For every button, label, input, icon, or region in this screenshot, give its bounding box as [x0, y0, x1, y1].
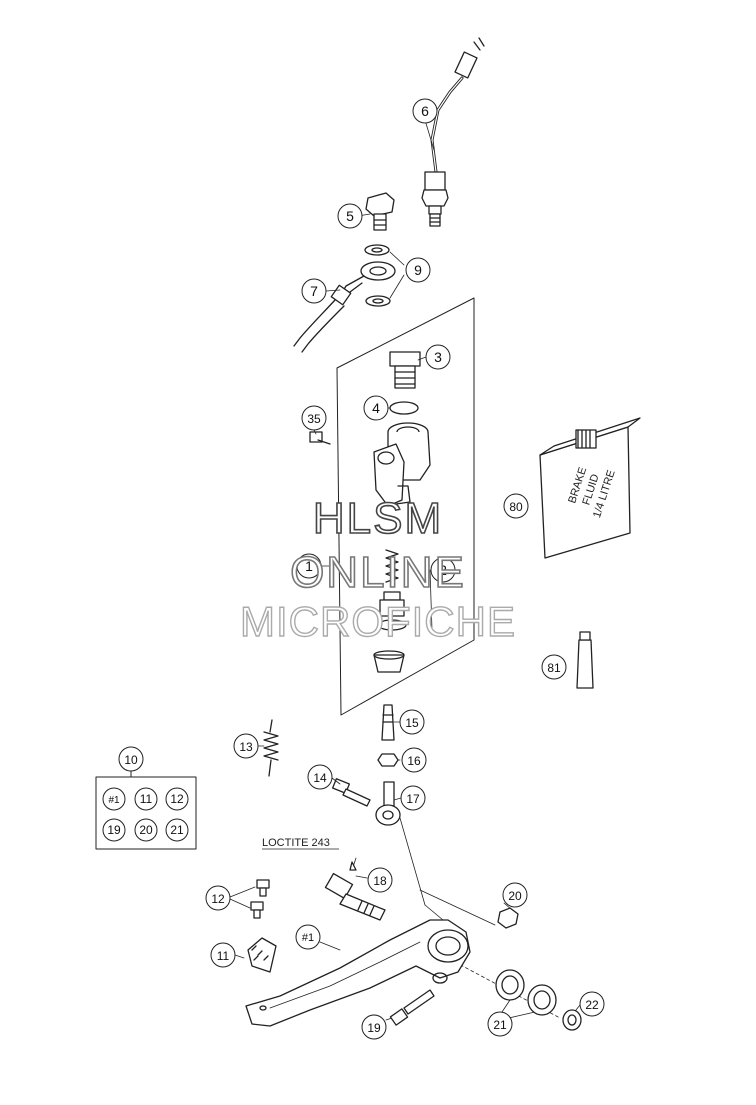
svg-text:21: 21	[493, 1018, 507, 1032]
kit-item: 20	[134, 818, 158, 842]
callout-3: 3	[425, 344, 451, 370]
kit-box-items: #1 11 12 19 20 21	[102, 787, 189, 842]
loctite-tube	[576, 631, 594, 689]
kit-item: 21	[165, 818, 189, 842]
callout-2: 2	[430, 557, 456, 583]
svg-text:17: 17	[406, 792, 420, 806]
screw-35	[309, 431, 331, 445]
loctite-drop	[349, 861, 357, 871]
svg-text:12: 12	[170, 792, 184, 806]
svg-text:7: 7	[310, 283, 318, 299]
svg-text:10: 10	[124, 753, 138, 767]
clevis	[375, 781, 401, 826]
loctite-note: LOCTITE 243	[262, 837, 330, 849]
svg-text:21: 21	[170, 823, 184, 837]
push-rod	[381, 704, 395, 741]
pivot-bolt	[324, 872, 386, 921]
svg-text:19: 19	[367, 1021, 381, 1035]
callout-13: 13	[233, 733, 259, 759]
master-cylinder	[373, 422, 431, 507]
svg-text:11: 11	[140, 792, 153, 806]
svg-text:11: 11	[217, 949, 230, 963]
return-spring	[263, 719, 279, 777]
reservoir-cap	[389, 351, 421, 389]
callout-22: 22	[579, 991, 605, 1017]
svg-text:80: 80	[509, 500, 523, 514]
svg-text:14: 14	[313, 771, 327, 785]
brake-light-switch	[421, 37, 485, 227]
callout-6: 6	[412, 98, 438, 124]
svg-text:35: 35	[307, 412, 321, 426]
callout-80: 80	[503, 493, 529, 519]
step-screws	[250, 879, 270, 919]
callout-17: 17	[400, 785, 426, 811]
callout-10: 10	[118, 746, 144, 772]
hex-nut	[377, 753, 399, 767]
bolt-14	[331, 778, 371, 807]
svg-text:12: 12	[211, 892, 225, 906]
svg-text:13: 13	[239, 740, 253, 754]
svg-text:20: 20	[139, 823, 153, 837]
brake-pedal-lever	[245, 919, 471, 1027]
kit-item: 12	[165, 787, 189, 811]
callout-part-1: #1	[295, 924, 321, 950]
brake-fluid-bottle	[539, 417, 641, 559]
callout-7: 7	[301, 278, 327, 304]
svg-text:3: 3	[434, 349, 442, 365]
brake-hose	[293, 261, 396, 353]
svg-text:1: 1	[305, 558, 313, 574]
callout-21: 21	[487, 1011, 513, 1037]
callout-14: 14	[307, 764, 333, 790]
svg-text:20: 20	[508, 889, 522, 903]
sealing-washer-top	[364, 244, 390, 256]
bearings	[495, 969, 557, 1016]
callout-16: 16	[401, 747, 427, 773]
svg-text:2: 2	[439, 562, 447, 578]
sealing-washer-bottom	[365, 295, 391, 307]
kit-item: 19	[102, 818, 126, 842]
callout-9: 9	[405, 257, 431, 283]
nut-20	[497, 907, 519, 929]
callout-4: 4	[363, 395, 389, 421]
callout-20: 20	[502, 882, 528, 908]
kit-item: #1	[102, 787, 126, 811]
callout-35: 35	[301, 405, 327, 431]
svg-text:4: 4	[372, 400, 380, 416]
svg-text:9: 9	[414, 262, 422, 278]
svg-text:#1: #1	[302, 932, 314, 944]
bolt-19	[389, 989, 435, 1026]
piston-kit	[373, 549, 407, 673]
master-cylinder-panel	[336, 297, 475, 716]
svg-text:16: 16	[407, 754, 421, 768]
callout-5: 5	[337, 203, 363, 229]
kit-item: 11	[134, 787, 158, 811]
callout-11: 11	[210, 942, 236, 968]
svg-text:22: 22	[585, 998, 599, 1012]
parts-kit-box	[95, 776, 197, 850]
callout-19: 19	[361, 1014, 387, 1040]
callout-1: 1	[296, 553, 322, 579]
brake-pedal-step	[247, 937, 277, 973]
svg-text:#1: #1	[108, 795, 120, 806]
svg-text:18: 18	[373, 874, 387, 888]
callout-12: 12	[205, 885, 231, 911]
banjo-bolt	[365, 192, 395, 231]
callout-18: 18	[367, 867, 393, 893]
svg-text:6: 6	[421, 103, 429, 119]
svg-text:15: 15	[405, 716, 419, 730]
svg-text:19: 19	[107, 823, 121, 837]
svg-text:81: 81	[547, 661, 561, 675]
callout-81: 81	[541, 654, 567, 680]
svg-text:5: 5	[346, 208, 354, 224]
o-ring	[389, 401, 419, 415]
callout-15: 15	[399, 709, 425, 735]
bushing	[562, 1009, 582, 1031]
